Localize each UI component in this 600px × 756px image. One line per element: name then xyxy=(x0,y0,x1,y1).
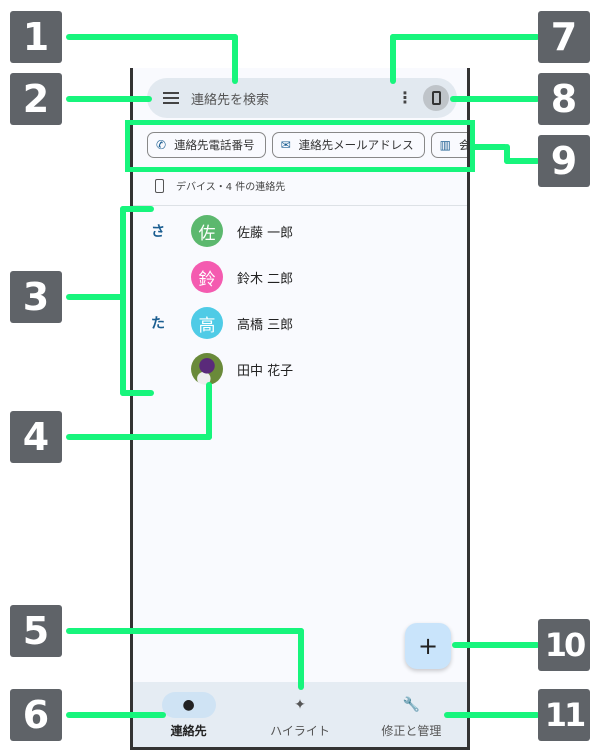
filter-chips: ✆連絡先電話番号 ✉連絡先メールアドレス ▥会 xyxy=(147,132,470,158)
account-button[interactable] xyxy=(423,85,449,111)
divider xyxy=(133,205,467,206)
bottom-nav: ● 連絡先 ✦ ハイライト 🔧 修正と管理 xyxy=(133,682,467,747)
callout-badge: 3 xyxy=(10,271,62,323)
index-letter: さ xyxy=(151,224,165,240)
contact-name: 高橋 三郎 xyxy=(237,317,294,333)
building-icon: ▥ xyxy=(439,138,451,152)
search-bar[interactable]: 連絡先を検索 ⋮ xyxy=(147,78,457,118)
callout-line xyxy=(120,206,154,212)
callout-line xyxy=(206,382,212,440)
callout-badge: 4 xyxy=(10,411,62,463)
wrench-icon: 🔧 xyxy=(402,697,421,713)
nav-fix-manage[interactable]: 🔧 修正と管理 xyxy=(356,682,467,747)
chip-label: 連絡先メールアドレス xyxy=(298,138,414,152)
highlight-icon: ✦ xyxy=(294,697,306,713)
callout-badge: 10 xyxy=(538,619,590,671)
callout-line xyxy=(66,628,304,634)
chip-label: 連絡先電話番号 xyxy=(174,138,255,152)
callout-badge: 6 xyxy=(10,689,62,741)
device-icon xyxy=(431,91,441,105)
callout-bracket xyxy=(120,206,126,396)
callout-badge: 8 xyxy=(538,73,590,125)
device-icon xyxy=(155,178,164,193)
phone-icon: ✆ xyxy=(156,138,167,152)
callout-line xyxy=(472,144,508,150)
callout-line xyxy=(66,294,124,300)
nav-contacts[interactable]: ● 連絡先 xyxy=(133,682,244,747)
chip-phone[interactable]: ✆ 連絡先電話番号 xyxy=(147,132,266,158)
callout-line xyxy=(504,158,540,164)
callout-line xyxy=(120,390,154,396)
avatar: 高 xyxy=(191,307,223,339)
callout-line xyxy=(232,34,238,84)
search-input[interactable]: 連絡先を検索 xyxy=(191,92,270,108)
chip-email[interactable]: ✉ 連絡先メールアドレス xyxy=(271,132,425,158)
menu-icon[interactable] xyxy=(163,92,179,104)
callout-badge: 5 xyxy=(10,605,62,657)
callout-line xyxy=(504,144,510,164)
callout-badge: 2 xyxy=(10,73,62,125)
person-icon: ● xyxy=(161,692,216,718)
avatar: 鈴 xyxy=(191,261,223,293)
callout-line xyxy=(66,34,238,40)
callout-line xyxy=(298,628,304,690)
mail-icon: ✉ xyxy=(280,138,291,152)
callout-line xyxy=(66,434,212,440)
chip-company[interactable]: ▥会 xyxy=(430,132,470,158)
more-options-icon[interactable]: ⋮ xyxy=(397,88,413,107)
contact-name: 鈴木 二郎 xyxy=(237,271,294,287)
avatar: 佐 xyxy=(191,215,223,247)
add-contact-button[interactable]: + xyxy=(405,623,451,669)
avatar-photo xyxy=(191,353,223,385)
callout-line xyxy=(444,712,540,718)
callout-line xyxy=(390,34,396,84)
nav-label: 修正と管理 xyxy=(381,724,442,738)
contact-row[interactable]: 鈴鈴木 二郎 xyxy=(133,257,293,297)
nav-highlights[interactable]: ✦ ハイライト xyxy=(244,682,355,747)
callout-badge: 7 xyxy=(538,11,590,63)
callout-line xyxy=(452,642,540,648)
device-text: デバイス・4 件の連絡先 xyxy=(176,182,286,193)
callout-line xyxy=(66,96,152,102)
callout-badge: 9 xyxy=(538,135,590,187)
chip-label: 会 xyxy=(458,138,470,152)
contact-name: 田中 花子 xyxy=(237,363,294,379)
callout-line xyxy=(390,34,540,40)
callout-box xyxy=(125,120,475,172)
contact-row[interactable]: 田中 花子 xyxy=(133,349,293,389)
callout-badge: 1 xyxy=(10,11,62,63)
nav-label: ハイライト xyxy=(270,724,330,738)
callout-line xyxy=(450,96,540,102)
device-account-label: デバイス・4 件の連絡先 xyxy=(155,178,285,193)
index-letter: た xyxy=(151,316,165,332)
contact-row[interactable]: た 高高橋 三郎 xyxy=(133,303,293,343)
nav-label: 連絡先 xyxy=(170,724,207,738)
callout-badge: 11 xyxy=(538,689,590,741)
contact-row[interactable]: さ 佐佐藤 一郎 xyxy=(133,211,293,251)
contact-name: 佐藤 一郎 xyxy=(237,225,294,241)
callout-line xyxy=(66,712,166,718)
